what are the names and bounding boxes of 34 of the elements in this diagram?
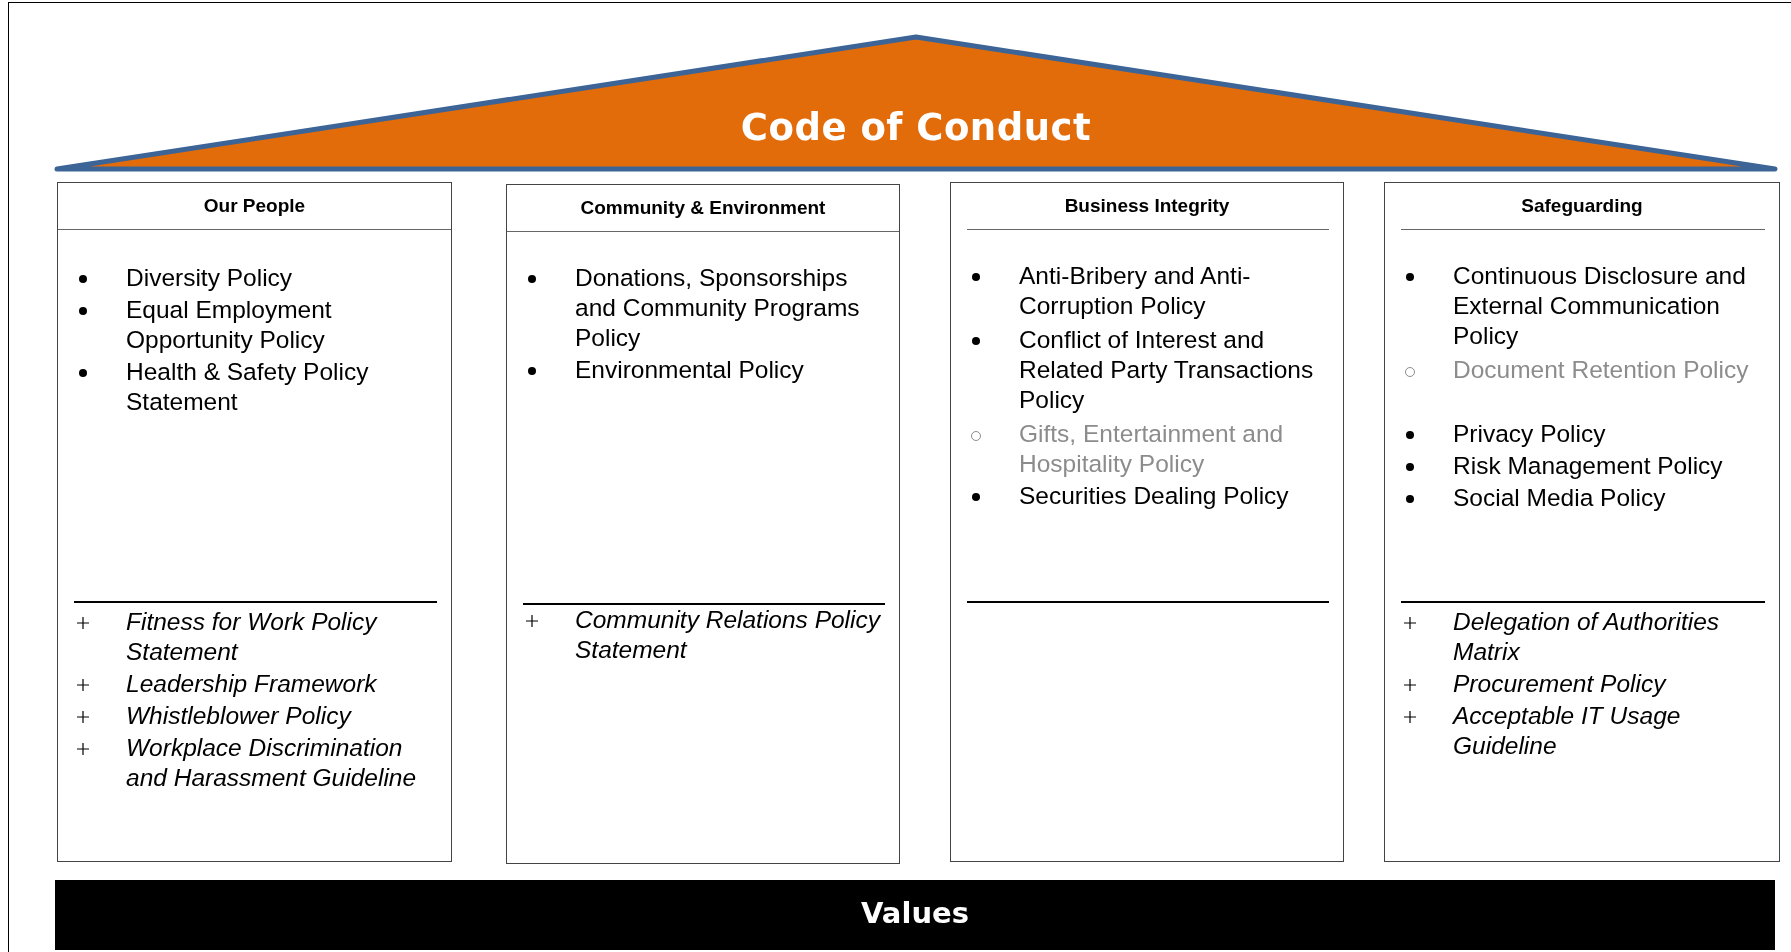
policy-item: Continuous Disclosure and External Communication Policy [1453,261,1747,351]
policy-item: Leadership Framework [126,669,378,699]
policy-item: Conflict of Interest and Related Party Transactions Policy [1019,325,1315,415]
policy-item: Health & Safety Policy Statement [126,357,370,417]
policy-item: Delegation of Authorities Matrix [1453,607,1721,667]
policy-item: Document Retention Policy [1453,355,1750,385]
pillar-heading: Safeguarding [1520,195,1644,217]
policy-item: Anti-Bribery and Anti-Corruption Policy [1019,261,1252,321]
base-title: Values [860,896,970,930]
policy-item: Privacy Policy [1453,419,1607,449]
policy-item: Equal Employment Opportunity Policy [126,295,333,355]
roof-triangle [55,34,1777,172]
policy-item: Gifts, Entertainment and Hospitality Policy [1019,419,1285,479]
roof-title: Code of Conduct [739,106,1093,149]
policy-item: Whistleblower Policy [126,701,353,731]
policy-item: Community Relations Policy Statement [575,605,882,665]
policy-item: Securities Dealing Policy [1019,481,1290,511]
pillar-box [950,182,1344,862]
policy-item: Acceptable IT Usage Guideline [1453,701,1682,761]
pillar-box [506,184,900,864]
policy-item: Diversity Policy [126,263,294,293]
pillar-heading: Community & Environment [579,197,827,219]
policy-item: Donations, Sponsorships and Community Programs Policy [575,263,861,353]
base-bar [55,880,1775,950]
policy-item: Fitness for Work Policy Statement [126,607,379,667]
policy-item: Social Media Policy [1453,483,1667,513]
pillar-heading: Business Integrity [1063,195,1231,217]
pillar-box [1384,182,1780,862]
policy-item: Workplace Discrimination and Harassment Guideline [126,733,418,793]
pillar-box [57,182,452,862]
policy-item: Risk Management Policy [1453,451,1724,481]
pillar-heading: Our People [202,195,307,217]
policy-item: Procurement Policy [1453,669,1668,699]
policy-item: Environmental Policy [575,355,805,385]
